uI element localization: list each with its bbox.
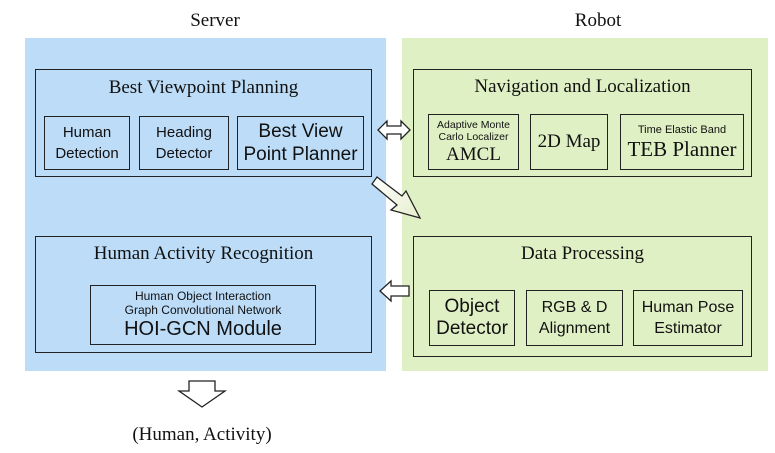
hoi-gcn-module-label: HOI-GCN Module — [124, 318, 282, 340]
teb-planner-box: Time Elastic Band TEB Planner — [620, 114, 744, 170]
diagonal-arrow-icon — [371, 176, 422, 220]
amcl-label: AMCL — [446, 143, 501, 165]
object-detector-label-line1: Object — [444, 296, 500, 317]
rgb-d-alignment-label-line2: Alignment — [538, 320, 611, 337]
hoi-caption-line1: Human Object Interaction — [134, 289, 272, 303]
object-detector-label-line2: Detector — [436, 318, 508, 339]
heading-detector-label-line1: Heading — [156, 124, 212, 141]
2d-map-label: 2D Map — [537, 131, 601, 152]
server-panel — [25, 38, 386, 371]
rgb-d-alignment-label-line1: RGB & D — [541, 299, 608, 316]
heading-detector-label-line2: Detector — [155, 145, 213, 162]
best-view-point-planner-label-line2: Point Planner — [243, 144, 358, 165]
hoi-gcn-module-box: Human Object Interaction Graph Convoluti… — [90, 285, 316, 345]
heading-detector-box: Heading Detector — [139, 116, 229, 170]
server-header: Server — [190, 10, 240, 31]
best-view-point-planner-box: Best View Point Planner — [237, 116, 364, 170]
human-pose-estimator-box: Human Pose Estimator — [633, 290, 743, 346]
robot-panel — [402, 38, 768, 371]
amcl-caption-line2: Carlo Localizer — [438, 130, 509, 143]
navigation-localization-group — [413, 69, 752, 177]
down-arrow-icon — [176, 380, 228, 408]
amcl-box: Adaptive Monte Carlo Localizer AMCL — [428, 114, 519, 170]
best-viewpoint-planning-group — [35, 69, 372, 177]
best-view-point-planner-label-line1: Best View — [258, 121, 343, 142]
rgb-d-alignment-box: RGB & D Alignment — [526, 290, 623, 346]
human-pose-estimator-label-line2: Estimator — [654, 320, 722, 337]
hoi-caption-line2: Graph Convolutional Network — [124, 303, 282, 317]
human-detection-label-line1: Human — [62, 124, 112, 141]
navigation-localization-title: Navigation and Localization — [474, 76, 691, 97]
human-detection-box: Human Detection — [44, 116, 130, 170]
output-label: (Human, Activity) — [132, 424, 272, 445]
robot-header: Robot — [574, 10, 622, 31]
bidirectional-arrow-icon — [377, 119, 411, 141]
best-viewpoint-planning-title: Best Viewpoint Planning — [108, 77, 299, 98]
amcl-caption-line1: Adaptive Monte — [437, 118, 510, 131]
human-detection-label-line2: Detection — [55, 145, 119, 162]
teb-planner-label: TEB Planner — [627, 136, 737, 161]
human-activity-recognition-group — [35, 236, 372, 353]
human-activity-recognition-title: Human Activity Recognition — [93, 243, 314, 264]
data-processing-title: Data Processing — [521, 243, 644, 264]
object-detector-box: Object Detector — [429, 290, 515, 346]
left-arrow-icon — [379, 279, 410, 303]
data-processing-group — [413, 236, 752, 357]
2d-map-box: 2D Map — [530, 114, 608, 170]
teb-caption: Time Elastic Band — [637, 123, 727, 136]
human-pose-estimator-label-line1: Human Pose — [641, 299, 735, 316]
